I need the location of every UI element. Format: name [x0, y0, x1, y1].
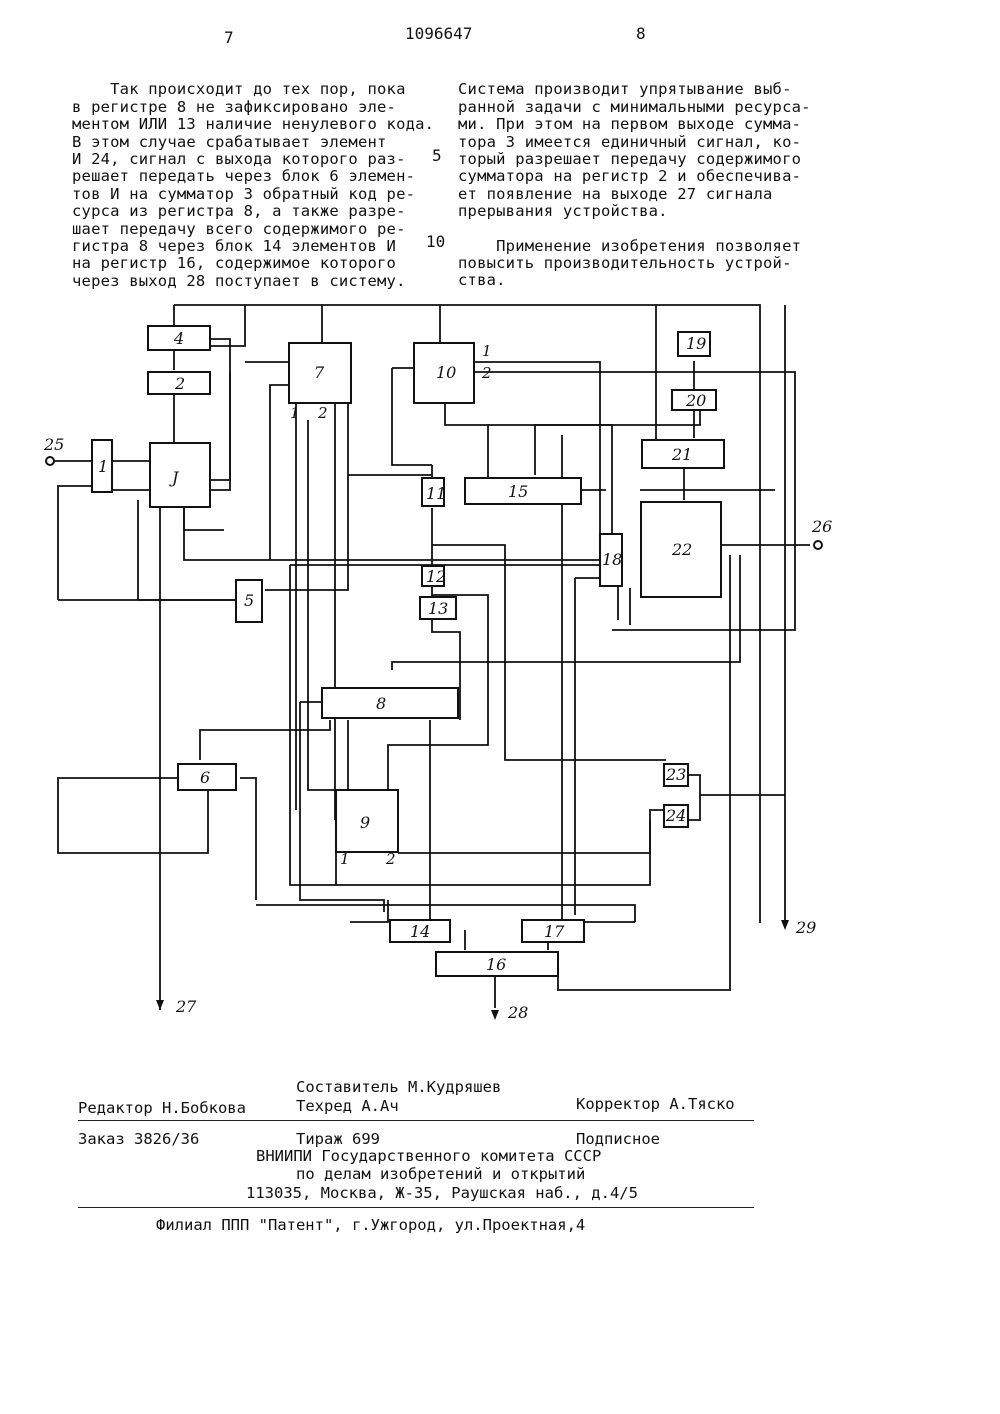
label-block-19: 19: [686, 334, 706, 353]
text-line: ранной задачи с минимальными ресурса-: [458, 99, 811, 116]
diagram-blocks: [92, 326, 724, 976]
text-line: [458, 221, 811, 238]
text-line: тора 3 имеется единичный сигнал, ко-: [458, 134, 811, 151]
label-block-6: 6: [200, 768, 210, 787]
label-block-1: 1: [98, 457, 108, 476]
line-number-5: 5: [432, 146, 442, 165]
label-terminal-28: 28: [507, 1003, 528, 1022]
text-line: прерывания устройства.: [458, 203, 811, 220]
footer-circulation: Тираж 699: [296, 1130, 380, 1148]
label-block-9: 9: [360, 813, 370, 832]
text-line: гистра 8 через блок 14 элементов И: [72, 238, 434, 255]
text-line: в регистре 8 не зафиксировано эле-: [72, 99, 434, 116]
text-line: сурса из регистра 8, а также разре-: [72, 203, 434, 220]
label-block-12: 12: [426, 567, 446, 586]
footer-address: 113035, Москва, Ж-35, Раушская наб., д.4…: [246, 1184, 638, 1202]
text-line: тов И на сумматор 3 обратный код ре-: [72, 186, 434, 203]
label-block-22: 22: [671, 540, 692, 559]
text-line: Система производит упрятывание выб-: [458, 81, 811, 98]
text-line: ми. При этом на первом выходе сумма-: [458, 116, 811, 133]
text-line: через выход 28 поступает в систему.: [72, 273, 434, 290]
text-line: ет появление на выходе 27 сигнала: [458, 186, 811, 203]
patent-number: 1096647: [405, 24, 472, 43]
terminal-25-circle: [46, 457, 54, 465]
text-line: решает передать через блок 6 элемен-: [72, 168, 434, 185]
footer-techred: Техред А.Ач: [296, 1097, 399, 1115]
label-block-11: 11: [426, 484, 446, 503]
footer-org-1: ВНИИПИ Государственного комитета СССР: [256, 1147, 601, 1165]
footer-compiler: Составитель М.Кудряшев: [296, 1078, 501, 1096]
terminal-26-circle: [814, 541, 822, 549]
arrow-27: [156, 1000, 164, 1010]
text-line: Применение изобретения позволяет: [458, 238, 811, 255]
label-block-4: 4: [173, 329, 184, 348]
footer-org-2: по делам изобретений и открытий: [296, 1165, 585, 1183]
footer-corrector: Корректор А.Тяско: [576, 1095, 735, 1113]
block-3: [150, 443, 210, 507]
label-block-21: 21: [671, 445, 692, 464]
footer-order: Заказ 3826/36: [78, 1130, 199, 1148]
text-line: сумматора на регистр 2 и обеспечива-: [458, 168, 811, 185]
text-line: торый разрешает передачу содержимого: [458, 151, 811, 168]
text-line: ства.: [458, 272, 811, 289]
text-line: ментом ИЛИ 13 наличие ненулевого кода.: [72, 116, 434, 133]
text-line: В этом случае срабатывает элемент: [72, 134, 434, 151]
block-diagram: 4 2 J 1 7 10 11 15 12 13 5 18 22 19 20 2…: [0, 290, 1000, 1050]
arrow-29: [781, 920, 789, 930]
port-label-7-2: 2: [317, 404, 328, 422]
label-terminal-27: 27: [175, 997, 197, 1016]
port-label-9-2: 2: [385, 850, 396, 868]
label-block-2: 2: [174, 374, 185, 393]
port-label-7-1: 1: [290, 404, 300, 422]
label-block-17: 17: [544, 922, 565, 941]
label-block-13: 13: [428, 599, 448, 618]
text-line: И 24, сигнал с выхода которого раз-: [72, 151, 434, 168]
label-block-5: 5: [244, 591, 254, 610]
arrow-28: [491, 1010, 499, 1020]
text-column-right: Система производит упрятывание выб-ранно…: [458, 64, 811, 307]
text-line: Так происходит до тех пор, пока: [72, 81, 434, 98]
label-block-14: 14: [410, 922, 430, 941]
label-terminal-26: 26: [811, 517, 832, 536]
line-number-10: 10: [426, 232, 445, 251]
page-number-right: 8: [636, 24, 646, 43]
footer-rule-2: [78, 1207, 754, 1208]
text-column-left: Так происходит до тех пор, покав регистр…: [72, 64, 434, 308]
port-label-9-1: 1: [340, 850, 350, 868]
label-block-24: 24: [665, 806, 686, 825]
page-number-left: 7: [224, 28, 234, 47]
block-8: [322, 688, 458, 718]
label-block-23: 23: [665, 765, 686, 784]
label-terminal-25: 25: [43, 435, 64, 454]
footer-branch: Филиал ППП "Патент", г.Ужгород, ул.Проек…: [156, 1216, 585, 1234]
footer-subscription: Подписное: [576, 1130, 660, 1148]
label-block-20: 20: [685, 391, 706, 410]
port-label-10-2: 2: [481, 364, 492, 382]
text-line: на регистр 16, содержимое которого: [72, 255, 434, 272]
footer-editor: Редактор Н.Бобкова: [78, 1099, 246, 1117]
label-block-7: 7: [314, 363, 325, 382]
text-line: шает передачу всего содержимого ре-: [72, 221, 434, 238]
label-block-10: 10: [436, 363, 456, 382]
label-block-16: 16: [486, 955, 506, 974]
text-line: повысить производительность устрой-: [458, 255, 811, 272]
port-label-10-1: 1: [482, 342, 492, 360]
label-block-8: 8: [376, 694, 386, 713]
label-block-18: 18: [602, 550, 622, 569]
label-terminal-29: 29: [795, 918, 816, 937]
footer-rule-1: [78, 1120, 754, 1121]
label-block-15: 15: [508, 482, 528, 501]
